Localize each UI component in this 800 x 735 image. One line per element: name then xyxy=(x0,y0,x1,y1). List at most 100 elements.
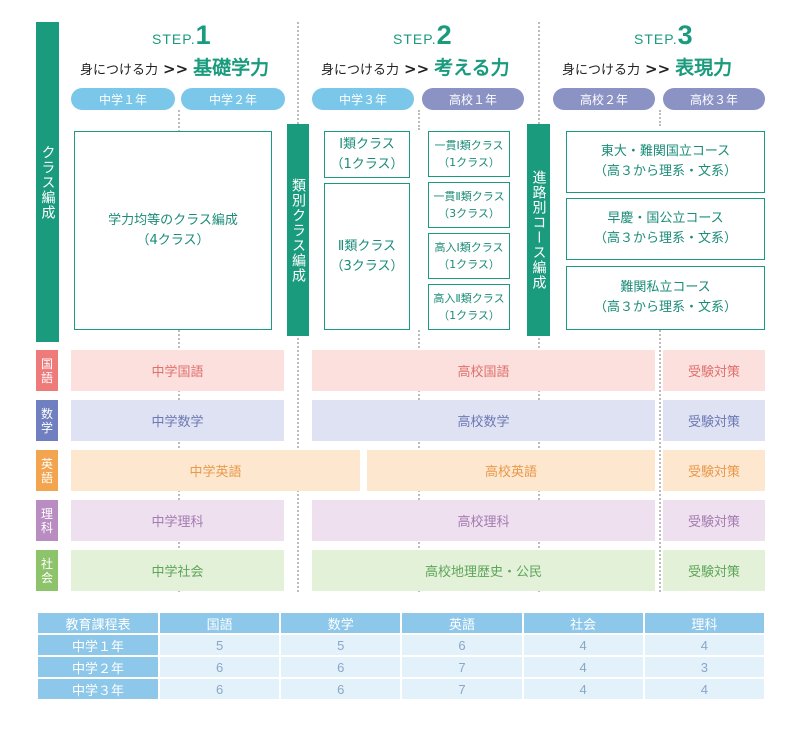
step-number: 3 xyxy=(677,20,693,50)
step-1-label: STEP.1 xyxy=(152,20,211,51)
hs-subject-band: 高校国語 xyxy=(312,350,655,391)
hs-subject-band: 高校英語 xyxy=(367,450,655,491)
step-2-label: STEP.2 xyxy=(393,20,452,51)
goal-skill: 表現力 xyxy=(675,57,733,79)
hours-cell: 4 xyxy=(523,635,643,655)
curriculum-header: 数学 xyxy=(281,613,401,633)
jh-class-2-box: Ⅱ類クラス （3クラス） xyxy=(324,183,410,330)
table-row: 中学１年 5 5 6 4 4 xyxy=(38,635,764,655)
goal-prefix: 身につける力 xyxy=(321,63,400,78)
subject-tag-char: 会 xyxy=(40,570,53,585)
divider-line xyxy=(659,110,661,126)
class-box-line: 一貫Ⅰ類クラス xyxy=(434,139,504,152)
step-word: STEP. xyxy=(634,31,678,47)
subject-tag-char: 国 xyxy=(40,356,53,371)
subject-tag: 社会 xyxy=(36,550,58,591)
subject-tag-char: 理 xyxy=(40,506,53,521)
divider-line xyxy=(178,110,180,132)
jh-class-1-box: Ⅰ類クラス （1クラス） xyxy=(324,131,410,178)
hours-cell: 5 xyxy=(281,635,401,655)
subject-tag-char: 数 xyxy=(40,406,53,421)
class-box-line: 一貫Ⅱ類クラス xyxy=(433,190,505,203)
course-box: 難関私立コース （高３から理系・文系） xyxy=(566,266,765,330)
jh-subject-band: 中学理科 xyxy=(71,500,284,541)
subject-tag-char: 社 xyxy=(40,556,53,571)
exam-prep-band: 受験対策 xyxy=(663,400,765,441)
subject-tag-char: 英 xyxy=(40,456,53,471)
divider-line xyxy=(418,110,420,130)
hs-class-box: 一貫Ⅱ類クラス （3クラス） xyxy=(428,182,510,228)
exam-prep-band: 受験対策 xyxy=(663,500,765,541)
jh-subject-band: 中学国語 xyxy=(71,350,284,391)
step-number: 1 xyxy=(195,20,211,50)
class-box-line: （4クラス） xyxy=(136,232,210,248)
curriculum-header: 英語 xyxy=(402,613,522,633)
hs-subject-band: 高校理科 xyxy=(312,500,655,541)
class-box-line: （1クラス） xyxy=(438,258,500,271)
class-box-line: 学力均等のクラス編成 xyxy=(108,212,238,228)
class-box-line: Ⅰ類クラス xyxy=(339,136,395,152)
subject-tag: 英語 xyxy=(36,450,58,491)
curriculum-corner: 教育課程表 xyxy=(38,613,158,633)
class-box-line: （3クラス） xyxy=(330,258,404,274)
grade-pill: 中学３年 xyxy=(312,88,414,110)
divider-line xyxy=(659,330,661,592)
subject-tag-char: 語 xyxy=(40,370,53,385)
table-row: 中学２年 6 6 7 4 3 xyxy=(38,657,764,677)
step-3-label: STEP.3 xyxy=(634,20,693,51)
subject-tag: 数学 xyxy=(36,400,58,441)
hours-cell: 5 xyxy=(160,635,280,655)
step-1-goal: 身につける力 >> 基礎学力 xyxy=(80,53,269,80)
course-name: 早慶・国公立コース xyxy=(607,211,724,226)
class-box-line: （1クラス） xyxy=(438,156,500,169)
curriculum-header: 国語 xyxy=(160,613,280,633)
course-note: （高３から理系・文系） xyxy=(593,231,737,246)
class-box-line: Ⅱ類クラス xyxy=(337,238,397,254)
curriculum-header-row: 教育課程表 国語 数学 英語 社会 理科 xyxy=(38,613,764,633)
hs-subject-band: 高校地理歴史・公民 xyxy=(312,550,655,591)
class-organization-text: クラス編成 xyxy=(39,144,56,220)
hours-cell: 4 xyxy=(523,657,643,677)
class-label-text: 進路別コース編成 xyxy=(530,170,547,290)
course-note: （高３から理系・文系） xyxy=(593,300,737,315)
curriculum-header: 理科 xyxy=(644,613,764,633)
jh-subject-band: 中学社会 xyxy=(71,550,284,591)
step-2-goal: 身につける力 >> 考える力 xyxy=(321,53,510,80)
hours-cell: 4 xyxy=(644,679,764,699)
step-1-class-box: 学力均等のクラス編成 （4クラス） xyxy=(74,131,272,330)
class-box-line: 高入Ⅱ類クラス xyxy=(433,292,505,305)
course-box: 東大・難関国立コース （高３から理系・文系） xyxy=(566,131,765,193)
curriculum-table: 教育課程表 国語 数学 英語 社会 理科 中学１年 5 5 6 4 4 中学２年… xyxy=(36,611,766,701)
subject-tag-char: 語 xyxy=(40,470,53,485)
class-box-line: 高入Ⅰ類クラス xyxy=(434,241,504,254)
grade-pill: 高校１年 xyxy=(422,88,524,110)
goal-arrow: >> xyxy=(404,60,430,78)
grade-pill: 高校３年 xyxy=(663,88,765,110)
hours-cell: 7 xyxy=(402,657,522,677)
subject-tag-char: 科 xyxy=(40,520,53,535)
goal-skill: 基礎学力 xyxy=(193,57,270,79)
course-name: 難関私立コース xyxy=(620,280,711,295)
grade-pill: 中学１年 xyxy=(71,88,175,110)
hours-cell: 4 xyxy=(644,635,764,655)
course-note: （高３から理系・文系） xyxy=(593,164,737,179)
subject-tag-char: 学 xyxy=(40,420,53,435)
course-name: 東大・難関国立コース xyxy=(600,144,731,159)
hours-cell: 6 xyxy=(160,679,280,699)
grade-pill: 高校２年 xyxy=(553,88,655,110)
subject-tag: 理科 xyxy=(36,500,58,541)
step-3-goal: 身につける力 >> 表現力 xyxy=(562,53,732,80)
goal-skill: 考える力 xyxy=(434,57,510,79)
goal-prefix: 身につける力 xyxy=(562,63,641,78)
grade-label: 中学１年 xyxy=(38,635,158,655)
goal-arrow: >> xyxy=(645,60,671,78)
exam-prep-band: 受験対策 xyxy=(663,550,765,591)
course-box: 早慶・国公立コース （高３から理系・文系） xyxy=(566,198,765,260)
class-box-line: （1クラス） xyxy=(438,309,500,322)
step-3-class-label: 進路別コース編成 xyxy=(527,124,550,336)
grade-label: 中学３年 xyxy=(38,679,158,699)
hours-cell: 6 xyxy=(160,657,280,677)
subject-tag: 国語 xyxy=(36,350,58,391)
class-box-line: （3クラス） xyxy=(438,207,500,220)
jh-subject-band: 中学数学 xyxy=(71,400,284,441)
